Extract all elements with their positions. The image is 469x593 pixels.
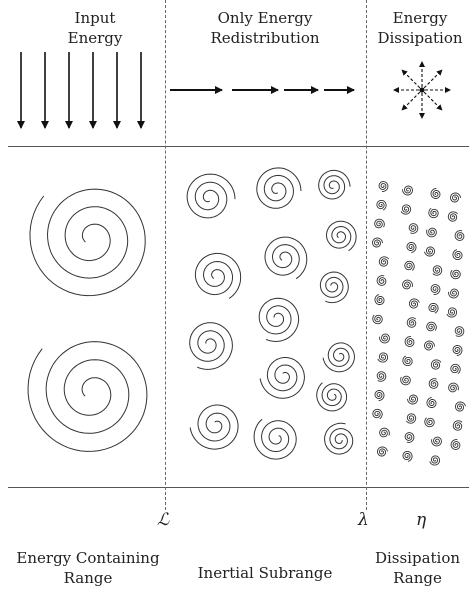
small-eddy xyxy=(455,327,464,337)
small-eddy xyxy=(429,208,438,217)
small-eddy xyxy=(401,376,411,385)
small-eddy xyxy=(403,356,412,366)
small-eddy xyxy=(377,276,386,286)
small-eddy xyxy=(375,219,385,228)
small-eddy xyxy=(431,285,440,295)
dissipation-arrows-icon xyxy=(394,62,450,118)
scale-L-symbol: ℒ xyxy=(157,510,169,530)
small-eddy xyxy=(379,257,388,266)
dissipation-range-line1: Dissipation xyxy=(366,548,469,568)
small-eddy xyxy=(431,189,440,199)
small-eddy xyxy=(377,200,386,210)
small-eddy xyxy=(453,346,462,356)
small-eddy xyxy=(429,303,438,313)
small-eddy xyxy=(455,231,464,241)
medium-eddy xyxy=(319,170,350,199)
small-eddy xyxy=(409,299,419,308)
small-eddy xyxy=(405,337,414,347)
dissipation-arrow xyxy=(402,70,420,88)
small-eddy xyxy=(403,280,413,289)
eddy-spirals xyxy=(28,168,465,465)
small-eddy xyxy=(425,247,435,256)
small-eddy xyxy=(373,409,382,419)
dissipation-range-line2: Range xyxy=(366,568,469,588)
small-eddy xyxy=(425,341,435,350)
large-eddy xyxy=(28,342,147,452)
small-eddy xyxy=(378,447,388,456)
small-eddy xyxy=(373,315,382,324)
energy-containing-range-label: Energy Containing Range xyxy=(0,548,176,588)
medium-eddy xyxy=(257,168,301,208)
small-eddy xyxy=(449,383,459,392)
small-eddy xyxy=(451,440,460,450)
small-eddy xyxy=(448,212,457,221)
medium-eddy xyxy=(195,253,240,298)
small-eddy xyxy=(425,418,434,427)
dissipation-arrow xyxy=(424,70,442,88)
energy-containing-line1: Energy Containing xyxy=(0,548,176,568)
dissipation-arrow xyxy=(424,92,442,110)
medium-eddy xyxy=(190,405,238,449)
small-eddy xyxy=(379,182,388,192)
small-eddy xyxy=(375,391,384,401)
small-eddy xyxy=(427,228,437,237)
small-eddy xyxy=(447,308,457,317)
small-eddy xyxy=(407,243,416,253)
small-eddy xyxy=(380,334,390,343)
small-eddy xyxy=(406,414,415,423)
small-eddy xyxy=(401,205,411,214)
medium-eddy xyxy=(187,174,235,218)
small-eddy xyxy=(431,360,441,369)
medium-eddy xyxy=(325,423,353,454)
medium-eddy xyxy=(265,237,307,279)
small-eddy xyxy=(403,451,412,461)
small-eddy xyxy=(455,402,465,411)
input-energy-arrows xyxy=(21,52,141,128)
medium-eddy xyxy=(327,221,357,251)
energy-containing-line2: Range xyxy=(0,568,176,588)
small-eddy xyxy=(453,250,462,260)
inertial-subrange-label: Inertial Subrange xyxy=(180,563,350,583)
small-eddy xyxy=(433,266,442,275)
small-eddy xyxy=(451,193,461,202)
scale-lambda-symbol: λ xyxy=(358,510,369,530)
medium-eddy xyxy=(190,323,233,370)
small-eddy xyxy=(427,322,437,331)
small-eddy xyxy=(449,289,459,298)
medium-eddy xyxy=(260,358,304,399)
small-eddy xyxy=(453,421,462,430)
dissipation-range-label: Dissipation Range xyxy=(366,548,469,588)
small-eddy xyxy=(403,186,413,195)
dissipation-center-dot xyxy=(419,87,424,92)
small-eddy xyxy=(405,433,414,443)
small-eddy xyxy=(427,398,436,408)
small-eddy xyxy=(377,372,386,382)
small-eddy xyxy=(409,224,418,234)
small-eddy xyxy=(430,456,440,465)
scale-eta-symbol: η xyxy=(416,510,426,530)
dissipation-arrow xyxy=(402,92,420,110)
small-eddy xyxy=(429,379,438,389)
small-eddy xyxy=(408,395,418,404)
large-eddy xyxy=(30,189,145,296)
small-eddy xyxy=(373,238,383,247)
small-eddy xyxy=(378,353,388,362)
medium-eddy xyxy=(317,383,347,411)
small-eddy xyxy=(451,364,460,373)
small-eddy xyxy=(451,270,461,279)
small-eddy xyxy=(432,437,442,446)
small-eddy xyxy=(407,318,416,328)
small-eddy xyxy=(375,295,384,305)
small-eddy xyxy=(380,428,390,437)
medium-eddy xyxy=(323,343,354,372)
medium-eddy xyxy=(259,298,298,341)
small-eddy xyxy=(405,261,414,270)
medium-eddy xyxy=(254,419,296,459)
medium-eddy xyxy=(320,272,348,303)
